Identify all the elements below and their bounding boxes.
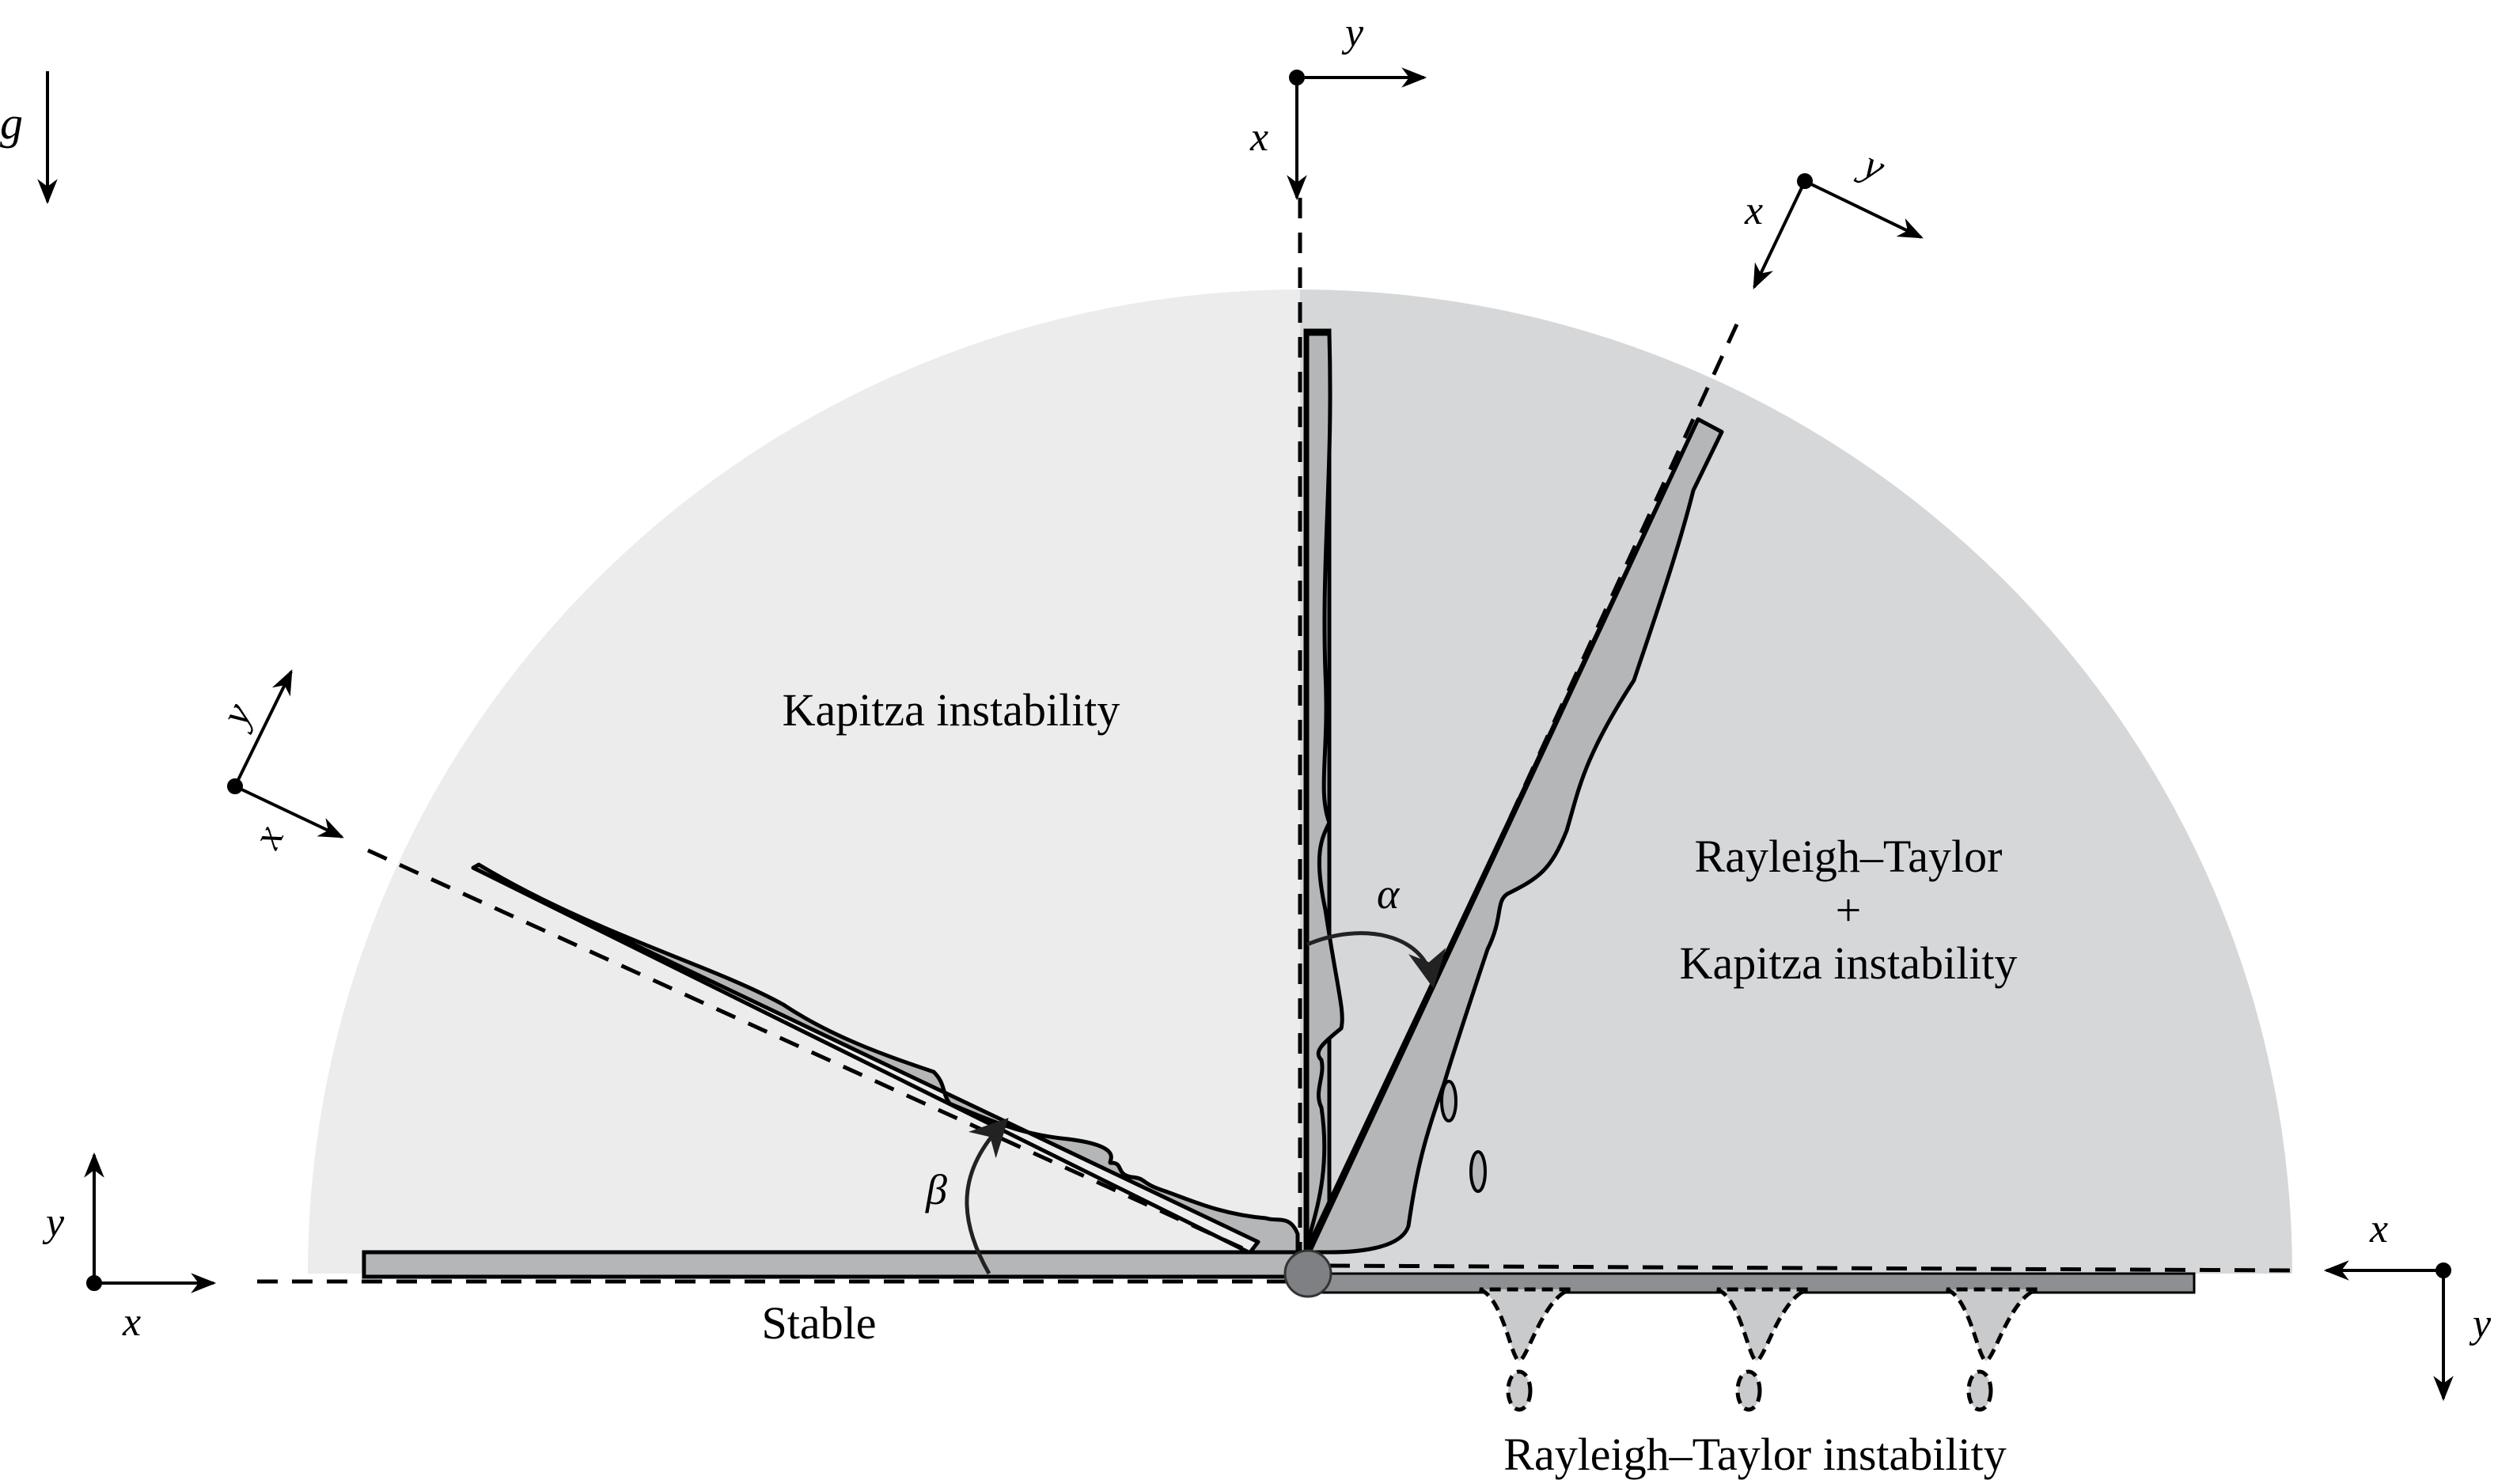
rayleigh-taylor-label: Rayleigh–Taylor instability bbox=[1503, 1429, 2006, 1480]
frame-tilted-right-y-label: y bbox=[1852, 141, 1892, 191]
inverted-plate bbox=[1312, 1272, 2196, 1412]
frame-bottom-left-x-label: x bbox=[122, 1300, 141, 1345]
inclined-plate-alpha bbox=[1303, 417, 1724, 1255]
frame-bottom-left bbox=[84, 1152, 217, 1293]
frame-bottom-right bbox=[2323, 1260, 2454, 1402]
frame-tilted-left-y-label: y bbox=[210, 695, 261, 736]
frame-tilted-left bbox=[227, 669, 344, 839]
pivot bbox=[1283, 1249, 1332, 1298]
frame-top-y-label: y bbox=[1341, 10, 1364, 55]
frame-tilted-right-x-label: x bbox=[1744, 188, 1763, 233]
kapitza-region bbox=[308, 290, 1300, 1274]
frame-tilted-left-x-label: x bbox=[244, 819, 293, 856]
frame-bottom-right-y-label: y bbox=[2469, 1301, 2492, 1346]
frame-top-x-label: x bbox=[1249, 115, 1268, 160]
stable-label: Stable bbox=[762, 1297, 877, 1349]
alpha-arrow bbox=[1306, 931, 1446, 989]
rt-kapitza-label-line2: Kapitza instability bbox=[1680, 937, 2018, 989]
frame-bottom-left-y-label: y bbox=[42, 1200, 65, 1245]
frame-bottom-right-x-label: x bbox=[2369, 1206, 2388, 1251]
beta-arrow bbox=[965, 1118, 1009, 1275]
kapitza-label: Kapitza instability bbox=[783, 684, 1120, 736]
frame-top-vertical bbox=[1287, 67, 1427, 201]
rt-drips bbox=[1478, 1287, 2038, 1412]
rt-kapitza-label-line1: Rayleigh–Taylor bbox=[1695, 831, 2003, 882]
vertical-plate bbox=[1303, 328, 1344, 1255]
alpha-label: α bbox=[1377, 870, 1401, 918]
rt-kapitza-region bbox=[1300, 290, 2292, 1274]
rt-kapitza-plus: + bbox=[1836, 884, 1862, 936]
gravity-indicator: g bbox=[0, 71, 58, 205]
gravity-label: g bbox=[0, 97, 23, 149]
inclined-plate-beta bbox=[471, 862, 1300, 1255]
beta-label: β bbox=[925, 1166, 947, 1213]
frame-tilted-right bbox=[1753, 173, 1924, 290]
horizontal-plate bbox=[362, 1250, 1304, 1279]
